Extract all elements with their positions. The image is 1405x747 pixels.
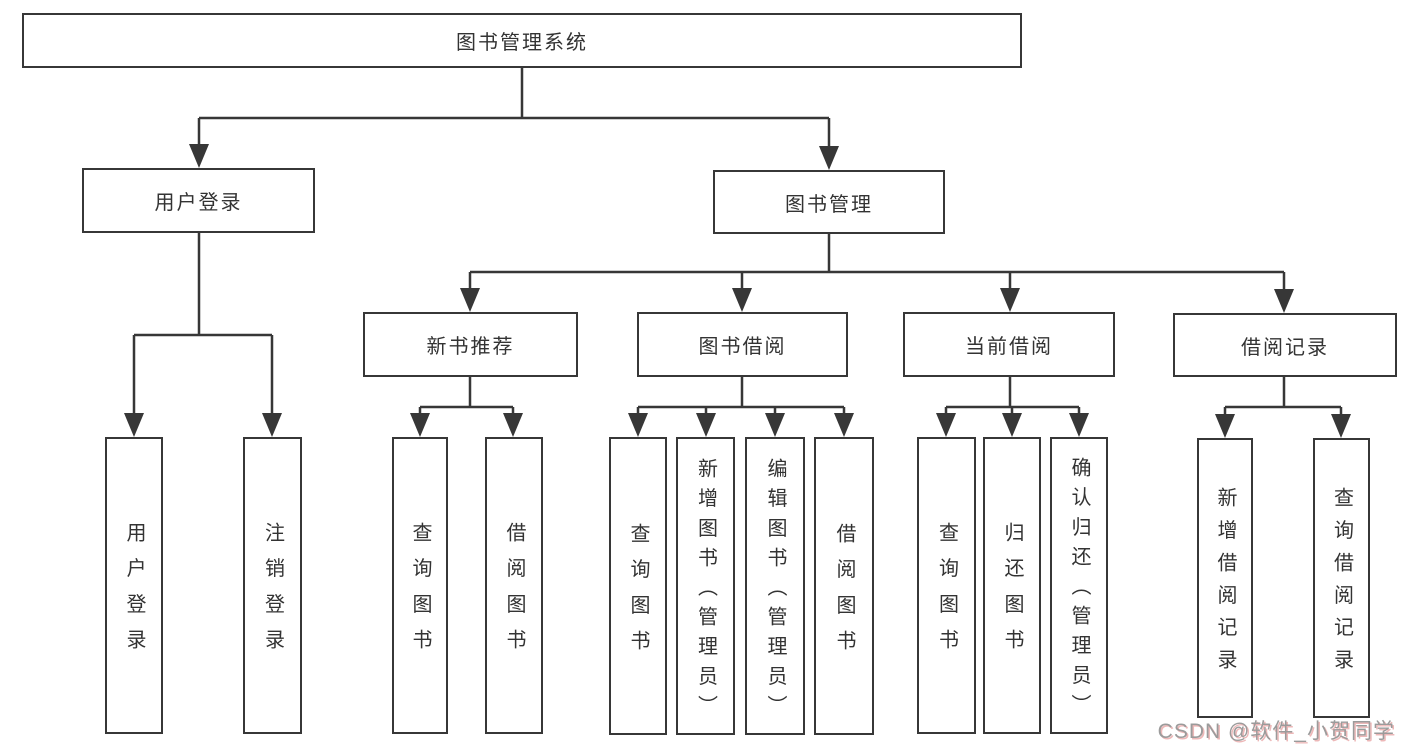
leaf-logout: 注销登录 xyxy=(243,437,302,734)
leaf-query-books-current: 查询图书 xyxy=(917,437,976,734)
leaf-return-book: 归还图书 xyxy=(983,437,1041,734)
node-root: 图书管理系统 xyxy=(22,13,1022,68)
node-current-borrow-label: 当前借阅 xyxy=(965,336,1053,358)
node-borrow-records: 借阅记录 xyxy=(1173,313,1397,377)
node-borrow-records-label: 借阅记录 xyxy=(1241,336,1329,359)
leaf-add-book-admin: 新增图书（管理员） xyxy=(676,437,735,735)
node-new-book-recommend-label: 新书推荐 xyxy=(426,336,515,358)
leaf-edit-book-admin: 编辑图书（管理员） xyxy=(745,437,805,735)
leaf-query-books-borrow: 查询图书 xyxy=(609,437,667,735)
leaf-user-login-label: 用户登录 xyxy=(123,522,145,665)
leaf-confirm-return-admin: 确认归还（管理员） xyxy=(1050,437,1108,734)
node-book-management: 图书管理 xyxy=(713,170,945,234)
watermark-text: CSDN @软件_小贺同学 xyxy=(1157,720,1395,743)
node-new-book-recommend: 新书推荐 xyxy=(363,312,578,377)
leaf-borrow-books-2-label: 借阅图书 xyxy=(833,522,855,665)
leaf-query-books-recommend-label: 查询图书 xyxy=(409,522,431,665)
node-current-borrow: 当前借阅 xyxy=(903,312,1115,377)
leaf-return-book-label: 归还图书 xyxy=(1001,522,1023,665)
leaf-logout-label: 注销登录 xyxy=(261,522,284,665)
leaf-borrow-books-recommend: 借阅图书 xyxy=(485,437,543,734)
node-user-login: 用户登录 xyxy=(82,168,315,233)
leaf-borrow-books-2: 借阅图书 xyxy=(814,437,874,735)
leaf-add-borrow-record: 新增借阅记录 xyxy=(1197,438,1253,718)
arrowheads xyxy=(124,144,1351,438)
leaf-edit-book-admin-label: 编辑图书（管理员） xyxy=(764,457,786,724)
leaf-add-book-admin-label: 新增图书（管理员） xyxy=(694,457,717,724)
leaf-query-books-recommend: 查询图书 xyxy=(392,437,448,734)
node-book-borrow-label: 图书借阅 xyxy=(698,336,787,358)
node-user-login-label: 用户登录 xyxy=(154,192,243,214)
leaf-query-borrow-record: 查询借阅记录 xyxy=(1313,438,1370,718)
leaf-query-borrow-record-label: 查询借阅记录 xyxy=(1330,486,1353,682)
node-book-management-label: 图书管理 xyxy=(785,193,873,216)
leaf-query-books-current-label: 查询图书 xyxy=(935,522,958,665)
leaf-query-books-borrow-label: 查询图书 xyxy=(627,522,649,665)
leaf-borrow-books-recommend-label: 借阅图书 xyxy=(503,522,525,665)
leaf-user-login: 用户登录 xyxy=(105,437,163,734)
leaf-add-borrow-record-label: 新增借阅记录 xyxy=(1214,486,1236,682)
leaf-confirm-return-admin-label: 确认归还（管理员） xyxy=(1068,457,1090,724)
node-root-label: 图书管理系统 xyxy=(456,32,588,54)
node-book-borrow: 图书借阅 xyxy=(637,312,848,377)
